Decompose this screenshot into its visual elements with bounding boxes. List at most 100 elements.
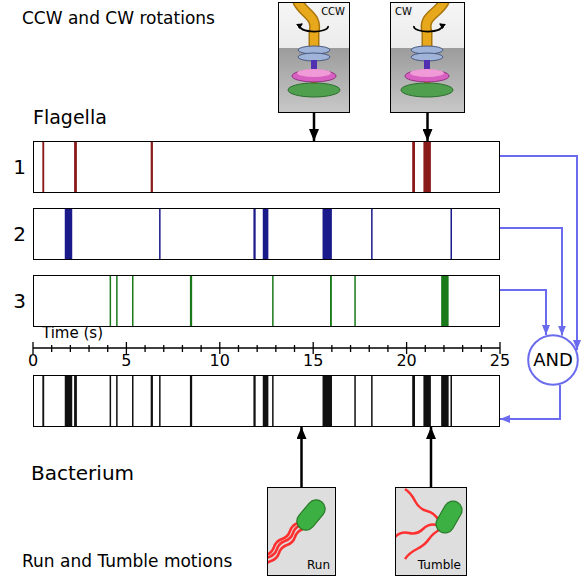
illustration-box: Tumble <box>395 487 467 576</box>
tick-label: 25 <box>490 353 510 369</box>
illustration-box: CW <box>390 2 465 113</box>
illustration-box: Run <box>267 487 336 576</box>
time-axis <box>33 342 500 354</box>
axis-tick <box>387 345 388 352</box>
rotor-disc <box>405 70 449 82</box>
event-stroke <box>323 208 332 260</box>
event-stroke <box>330 275 332 327</box>
event-raster <box>42 141 452 427</box>
event-stroke <box>323 375 332 427</box>
event-stroke <box>190 275 192 327</box>
axis-tick <box>163 345 164 352</box>
tick-label: 20 <box>396 353 416 369</box>
event-stroke <box>116 375 118 427</box>
tick-label: 10 <box>210 353 230 369</box>
logic-wire <box>500 290 546 335</box>
axis-tick <box>425 345 426 352</box>
row-label: Bacterium <box>31 462 134 484</box>
event-stroke <box>159 375 161 427</box>
event-stroke <box>441 375 448 427</box>
event-stroke <box>253 208 255 260</box>
pointer-arrow <box>426 113 429 141</box>
axis-tick <box>257 345 258 352</box>
event-stroke <box>423 141 430 193</box>
event-stroke <box>65 208 72 260</box>
event-stroke <box>354 275 356 327</box>
motor-ccw-illustration <box>278 2 350 113</box>
text-label: Time (s) <box>42 326 103 341</box>
axis-tick <box>51 345 52 352</box>
event-stroke <box>132 275 134 327</box>
axis-tick <box>481 345 482 352</box>
axis-tick <box>350 345 351 352</box>
axis-tick <box>369 345 370 352</box>
inset-ground <box>395 487 467 576</box>
ring <box>411 53 443 61</box>
event-stroke <box>190 375 192 427</box>
pointer-arrow <box>300 427 303 487</box>
inset-label: CW <box>394 6 413 17</box>
event-raster-bar: 1 <box>33 141 500 193</box>
inset-ground <box>278 2 350 113</box>
event-stroke <box>151 141 153 193</box>
gate-label: AND <box>533 350 573 370</box>
tumble-illustration <box>395 487 467 576</box>
flagella-splayed <box>395 489 441 559</box>
text-label: CCW and CW rotations <box>22 10 215 27</box>
event-stroke <box>412 375 415 427</box>
gate-circle <box>528 335 578 385</box>
c-ring <box>401 83 453 97</box>
axis-line <box>33 347 500 349</box>
axis-tick <box>275 345 276 352</box>
motor-cw-illustration <box>390 2 465 113</box>
inset-ground <box>267 487 336 576</box>
run-illustration <box>267 487 336 576</box>
event-stroke <box>42 375 44 427</box>
inset-label: Run <box>306 559 331 572</box>
ring <box>298 53 330 61</box>
logic-wire <box>500 228 562 336</box>
text-label: Run and Tumble motions <box>22 553 232 570</box>
tick-label: 5 <box>121 353 131 369</box>
event-stroke <box>74 141 77 193</box>
inset-label: CCW <box>320 6 346 17</box>
event-stroke <box>132 375 134 427</box>
axis-tick <box>462 345 463 352</box>
text-label: Flagella <box>33 108 107 127</box>
event-stroke <box>441 275 448 327</box>
event-stroke <box>110 375 112 427</box>
event-raster-bar: 3 <box>33 275 500 327</box>
event-stroke <box>151 375 153 427</box>
event-stroke <box>450 208 452 260</box>
c-ring <box>288 83 340 97</box>
row-label: 2 <box>13 223 26 245</box>
rotor-disc <box>410 69 444 77</box>
event-stroke <box>371 208 373 260</box>
inset-label: Tumble <box>417 559 462 572</box>
event-stroke <box>65 375 72 427</box>
event-stroke <box>116 275 118 327</box>
pointer-arrow <box>313 113 316 141</box>
axis-tick <box>88 345 89 352</box>
cell-body <box>433 498 466 536</box>
event-stroke <box>354 375 356 427</box>
illustration-box: CCW <box>278 2 350 113</box>
event-stroke <box>42 141 44 193</box>
event-stroke <box>371 375 373 427</box>
rotor-disc <box>297 69 331 77</box>
logic-gate: AND <box>527 334 579 386</box>
axis-tick <box>144 345 145 352</box>
logic-wire <box>500 385 560 419</box>
membrane <box>278 48 350 113</box>
membrane <box>390 48 465 113</box>
event-stroke <box>272 275 274 327</box>
inset-ground <box>390 2 465 113</box>
rotation-arrow <box>300 24 328 32</box>
axis-tick <box>294 345 295 352</box>
event-stroke <box>450 375 452 427</box>
rotation-arrow <box>414 24 442 32</box>
axis-tick <box>238 345 239 352</box>
tick-label: 15 <box>303 353 323 369</box>
